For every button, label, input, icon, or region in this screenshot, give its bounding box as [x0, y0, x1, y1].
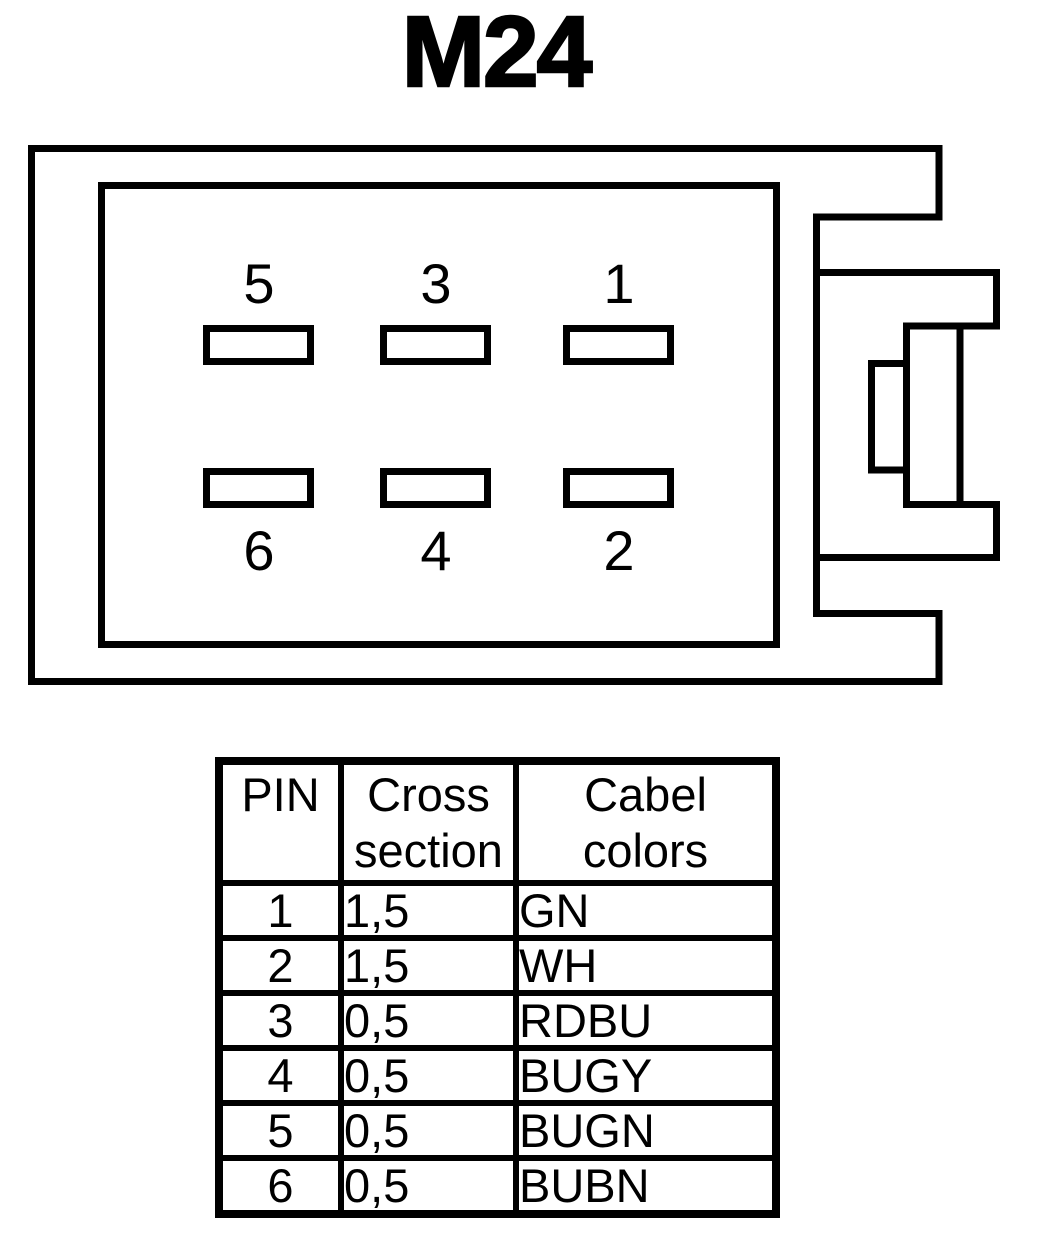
pin-number: 2	[216, 935, 344, 996]
pin-slot-5	[203, 325, 314, 365]
cable-color: RDBU	[513, 990, 779, 1051]
pin-label-5: 5	[243, 252, 274, 315]
col-header-cross-section: Cross section	[338, 758, 519, 886]
outer-housing	[28, 145, 943, 685]
pin-label-4: 4	[420, 519, 451, 582]
cross-section: 1,5	[338, 880, 519, 941]
pin-slot-2	[563, 468, 674, 508]
table-row-pin-4: 4 0,5 BUGY	[216, 1045, 779, 1106]
pin-slot-4	[380, 468, 491, 508]
latch-upper-arm	[813, 269, 1000, 330]
pin-label-1: 1	[603, 252, 634, 315]
table-row-pin-2: 2 1,5 WH	[216, 935, 779, 996]
pin-number: 5	[216, 1100, 344, 1161]
cable-color: BUGN	[513, 1100, 779, 1161]
cross-section: 0,5	[338, 1045, 519, 1106]
cable-color: BUGY	[513, 1045, 779, 1106]
col-header-pin: PIN	[216, 758, 344, 886]
pin-number: 4	[216, 1045, 344, 1106]
pin-label-6: 6	[243, 519, 274, 582]
pin-slot-3	[380, 325, 491, 365]
pin-slot-6	[203, 468, 314, 508]
connector-title: M24	[400, 0, 593, 108]
pin-slot-1	[563, 325, 674, 365]
cross-section: 0,5	[338, 990, 519, 1051]
pin-number: 3	[216, 990, 344, 1051]
col-header-cable-colors: Cabel colors	[513, 758, 779, 886]
pin-number: 6	[216, 1155, 344, 1217]
inner-housing	[98, 182, 780, 648]
pinout-table: PIN Cross section Cabel colors 1 1,5 GN …	[215, 757, 780, 1218]
table-row-pin-1: 1 1,5 GN	[216, 880, 779, 941]
pin-label-2: 2	[603, 519, 634, 582]
table-row-pin-3: 3 0,5 RDBU	[216, 990, 779, 1051]
table-row-pin-5: 5 0,5 BUGN	[216, 1100, 779, 1161]
table-header-row: PIN Cross section Cabel colors	[216, 758, 779, 886]
cable-color: BUBN	[513, 1155, 779, 1217]
cable-color: GN	[513, 880, 779, 941]
pin-label-3: 3	[420, 252, 451, 315]
table-row-pin-6: 6 0,5 BUBN	[216, 1155, 779, 1217]
latch-small-key	[868, 360, 910, 474]
cross-section: 0,5	[338, 1155, 519, 1217]
cable-color: WH	[513, 935, 779, 996]
cross-section: 0,5	[338, 1100, 519, 1161]
cross-section: 1,5	[338, 935, 519, 996]
pin-number: 1	[216, 880, 344, 941]
latch-lower-arm	[813, 501, 1000, 561]
latch-tall-key	[903, 322, 964, 508]
